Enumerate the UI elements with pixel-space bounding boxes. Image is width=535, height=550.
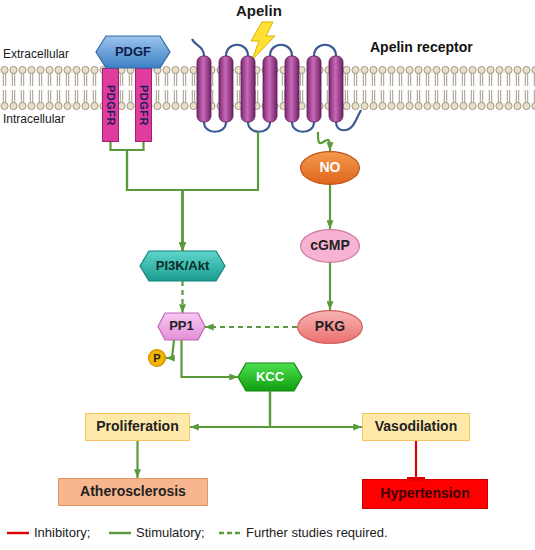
node-outline bbox=[140, 251, 225, 281]
node-label: PKG bbox=[315, 319, 345, 334]
compartment-label: Extracellular bbox=[3, 47, 69, 61]
transmembrane-helix bbox=[263, 56, 277, 122]
signal-ellipse: NO bbox=[300, 151, 360, 185]
node-outline bbox=[238, 363, 302, 391]
receptor-loop bbox=[314, 45, 336, 56]
legend-line bbox=[7, 531, 29, 533]
lightning-bolt bbox=[251, 22, 275, 60]
transmembrane-helix bbox=[219, 56, 233, 122]
stimulatory-connector bbox=[111, 142, 183, 251]
node-label: PP1 bbox=[169, 319, 194, 333]
legend-text: Inhibitory; bbox=[34, 525, 90, 540]
transmembrane-helix bbox=[329, 56, 343, 122]
receptor-loop bbox=[192, 39, 204, 56]
outcome-box: Proliferation bbox=[85, 413, 190, 441]
transmembrane-helix bbox=[285, 56, 299, 122]
stimulatory-connector bbox=[329, 185, 331, 229]
disease-box: Hypertension bbox=[362, 479, 488, 509]
node-label: PI3K/Akt bbox=[156, 259, 209, 273]
node-outline bbox=[96, 36, 170, 68]
node-label: Atherosclerosis bbox=[80, 484, 186, 499]
receptor-loop bbox=[292, 122, 314, 132]
legend-swatch bbox=[218, 528, 242, 538]
legend-item: Stimulatory; bbox=[108, 525, 205, 540]
transporter-hexagon: KCC bbox=[238, 363, 302, 391]
stimulatory-connector bbox=[183, 132, 259, 251]
stimulatory-connector bbox=[318, 132, 330, 151]
node-outline bbox=[301, 230, 360, 263]
kinase-ellipse: PKG bbox=[297, 310, 363, 344]
stimulatory-connector bbox=[166, 340, 174, 358]
node-outline bbox=[149, 350, 166, 367]
legend-swatch bbox=[108, 528, 132, 538]
node-label: PDGF bbox=[115, 45, 151, 59]
node-label: PDGFR bbox=[137, 85, 149, 126]
receptor-chain: PDGFR bbox=[102, 68, 119, 142]
node-label: KCC bbox=[256, 370, 284, 384]
disease-box: Atherosclerosis bbox=[58, 478, 208, 506]
stimulatory-connector bbox=[182, 340, 239, 377]
stimulatory-connector bbox=[205, 326, 297, 328]
ligand-hexagon: PDGF bbox=[96, 36, 170, 68]
phosphate-circle: P bbox=[148, 349, 166, 367]
node-label: Apelin receptor bbox=[370, 40, 473, 55]
phosphatase-hexagon: PP1 bbox=[158, 313, 205, 340]
transmembrane-helix bbox=[307, 56, 321, 122]
stimulatory-connector bbox=[270, 391, 362, 427]
receptor-loop bbox=[204, 122, 226, 132]
stimulatory-connector bbox=[127, 142, 183, 251]
node-label: PDGFR bbox=[104, 85, 116, 126]
transmembrane-helix bbox=[197, 56, 211, 122]
receptor-loop bbox=[248, 122, 270, 132]
transmembrane-helix bbox=[241, 56, 255, 122]
node-label: Proliferation bbox=[96, 419, 178, 434]
legend-text: Stimulatory; bbox=[136, 525, 205, 540]
node-label: NO bbox=[320, 160, 341, 175]
receptor-loop bbox=[270, 45, 292, 56]
legend-line bbox=[109, 531, 131, 533]
ligand-label: Apelin bbox=[236, 2, 282, 19]
signal-ellipse: cGMP bbox=[300, 229, 360, 263]
stimulatory-connector bbox=[329, 263, 331, 310]
stimulatory-connector bbox=[181, 281, 183, 313]
stimulatory-connector bbox=[136, 441, 138, 478]
node-outline bbox=[301, 152, 360, 185]
compartment-label: Intracellular bbox=[3, 112, 65, 126]
inhibitory-connector bbox=[415, 441, 417, 479]
node-label: Vasodilation bbox=[375, 419, 457, 434]
receptor-chain: PDGFR bbox=[135, 68, 152, 142]
node-label: Hypertension bbox=[380, 486, 469, 501]
node-label: cGMP bbox=[310, 238, 350, 253]
receptor-loop bbox=[226, 45, 248, 56]
node-label: P bbox=[153, 352, 160, 364]
outcome-box: Vasodilation bbox=[362, 413, 470, 441]
stimulatory-connector bbox=[190, 391, 270, 427]
legend-item: Further studies required. bbox=[218, 525, 388, 540]
legend-swatch bbox=[6, 528, 30, 538]
legend-item: Inhibitory; bbox=[6, 525, 90, 540]
node-outline bbox=[158, 313, 205, 340]
apelin-receptor: Apelin receptor bbox=[190, 38, 480, 132]
node-outline bbox=[298, 311, 363, 344]
kinase-hexagon: PI3K/Akt bbox=[140, 251, 225, 281]
legend-line bbox=[219, 531, 241, 533]
legend-text: Further studies required. bbox=[246, 525, 388, 540]
